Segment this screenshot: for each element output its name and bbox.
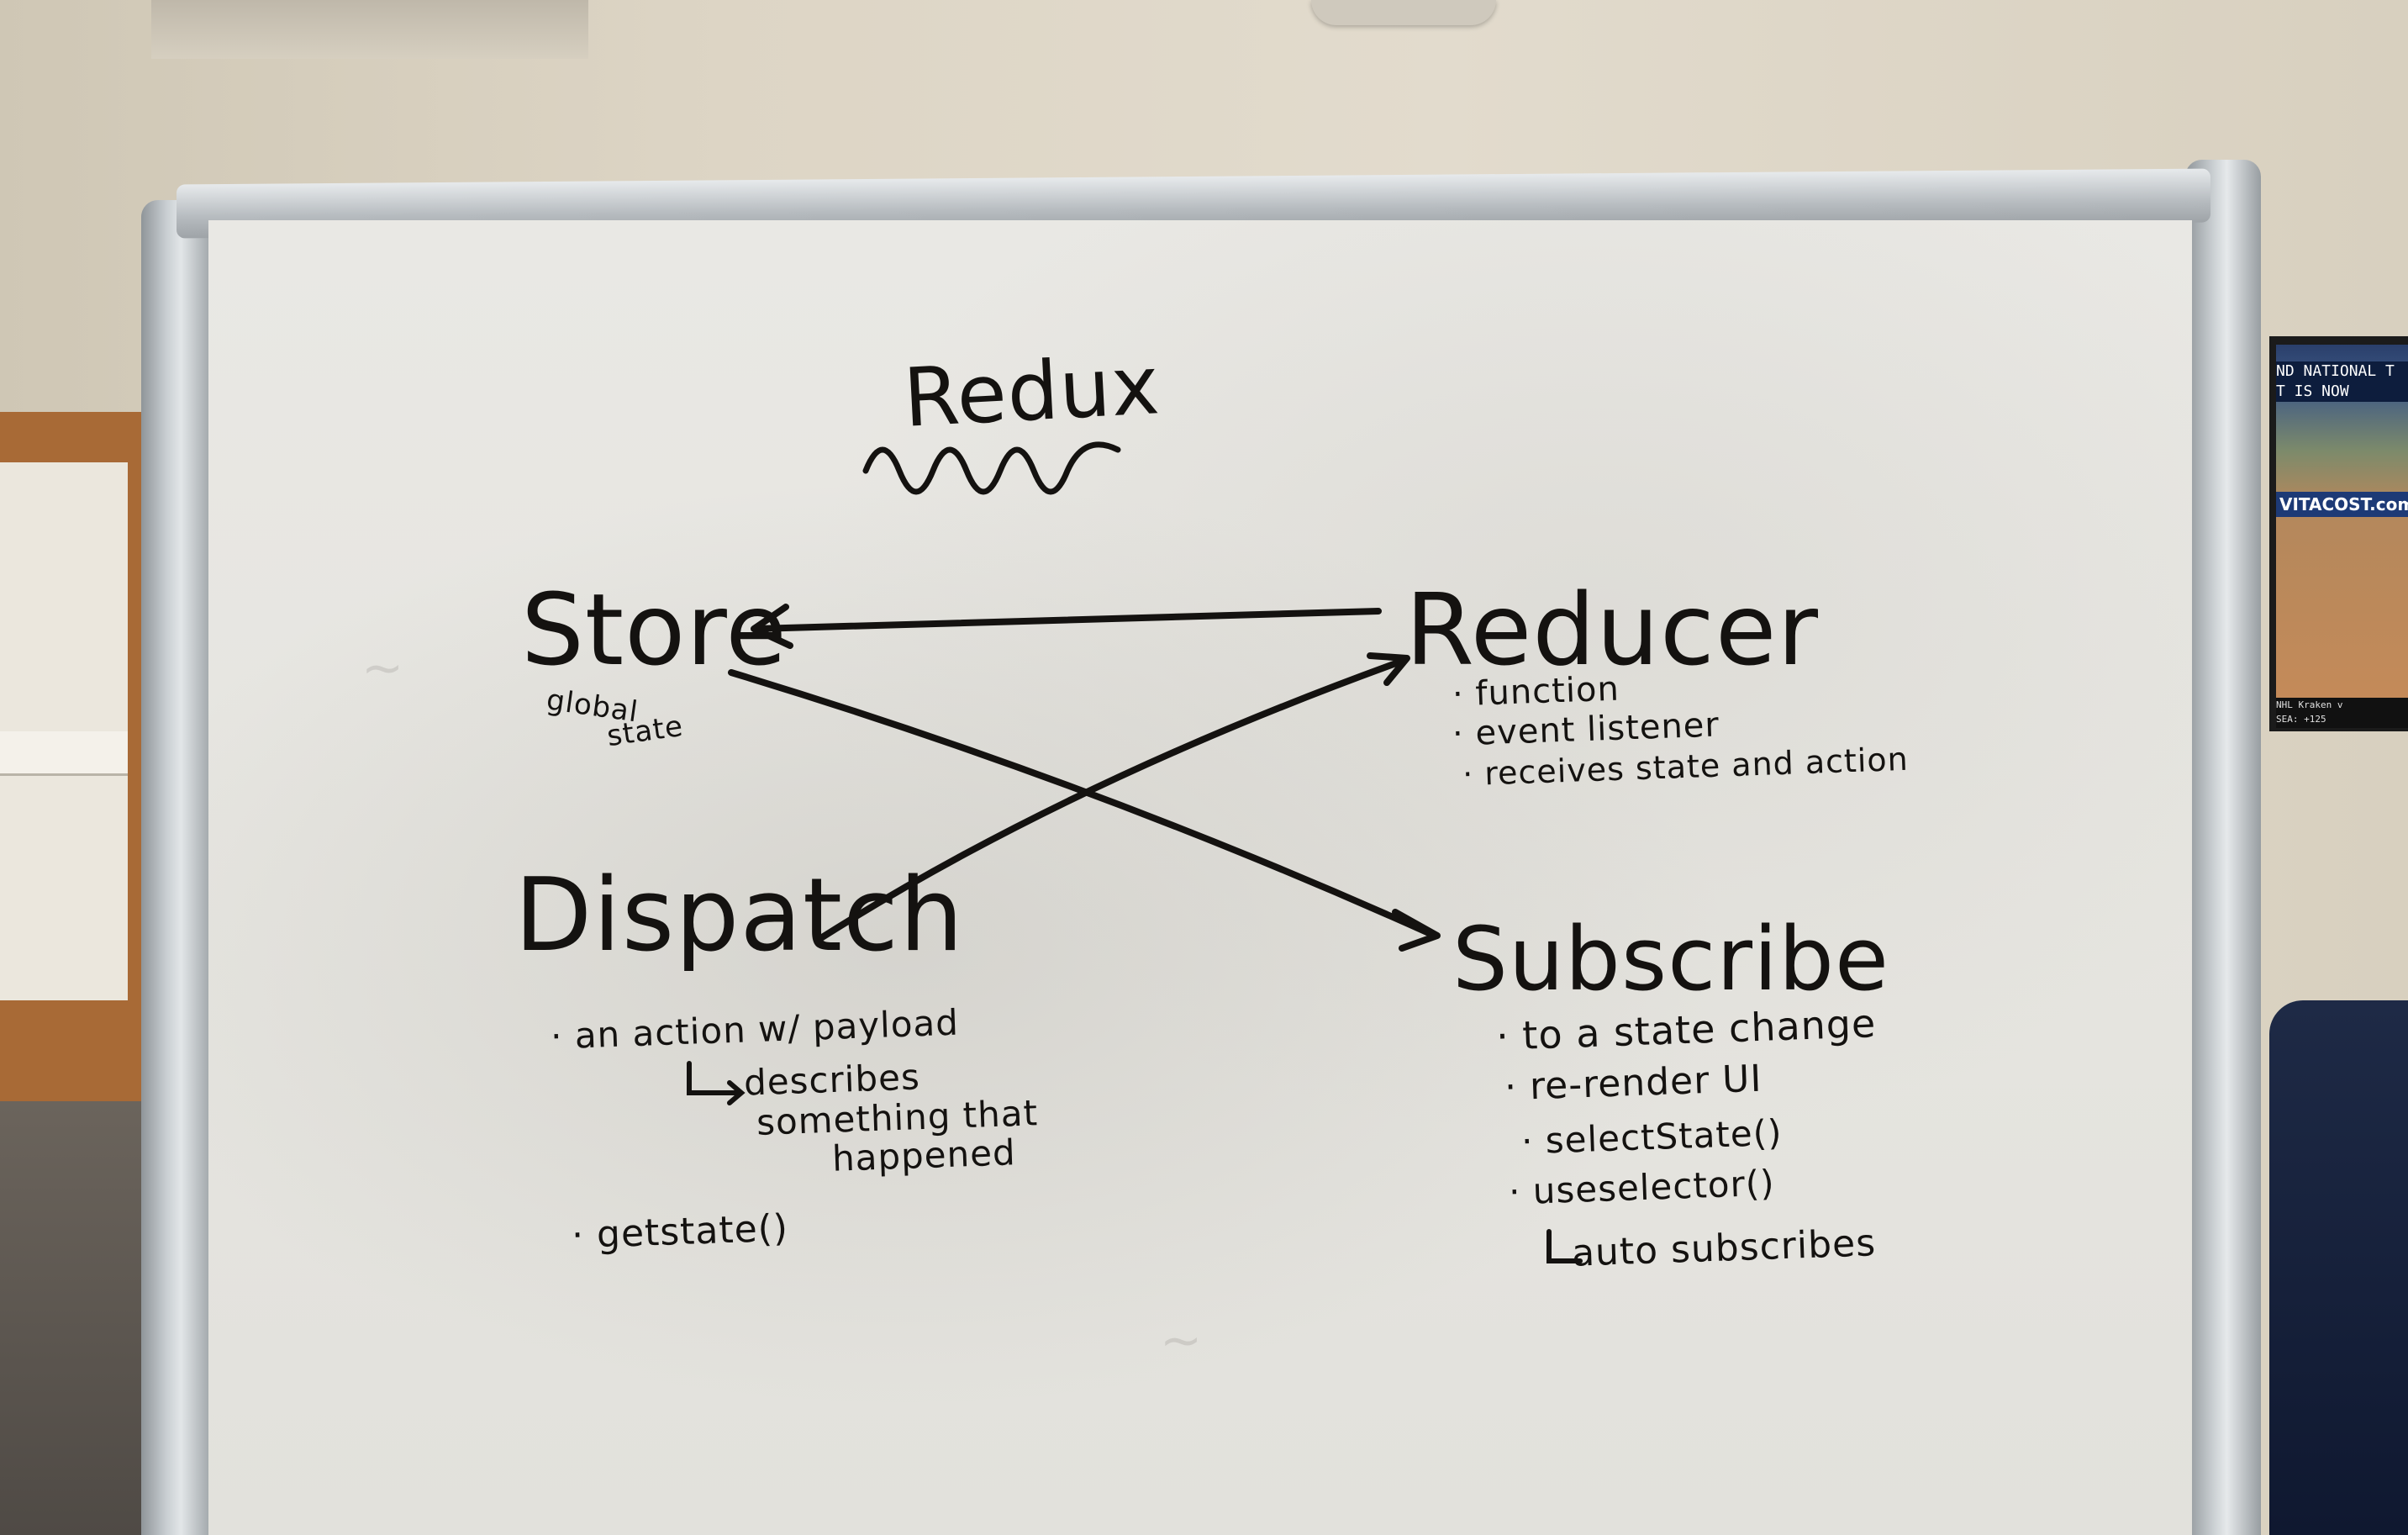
sub-arrowhead-describes bbox=[727, 1080, 746, 1105]
office-chair bbox=[2269, 1000, 2408, 1535]
title-squiggle bbox=[862, 441, 1121, 495]
interior-counter bbox=[0, 731, 128, 776]
whiteboard-surface bbox=[208, 220, 2192, 1535]
whiteboard-frame-left bbox=[141, 200, 213, 1535]
erased-residue: ~ bbox=[1160, 1311, 1203, 1370]
tv-ticker-line: T IS NOW bbox=[2276, 382, 2349, 400]
tv-ticker-line: ND NATIONAL T bbox=[2276, 362, 2395, 380]
subscribe-note: · re-render UI bbox=[1504, 1057, 1763, 1110]
node-dispatch: Dispatch bbox=[514, 857, 965, 974]
tv-score-line: NHL Kraken v bbox=[2276, 699, 2343, 710]
subscribe-note-text: re-render UI bbox=[1529, 1057, 1763, 1109]
tv-screen bbox=[2276, 345, 2408, 698]
dispatch-note: happened bbox=[831, 1131, 1017, 1179]
reducer-note-text: function bbox=[1474, 669, 1620, 714]
arrow-reducer-to-store bbox=[753, 608, 1382, 632]
arrow-dispatch-to-reducer bbox=[816, 657, 1409, 942]
tv-ticker: ND NATIONAL T T IS NOW bbox=[2276, 361, 2408, 402]
node-store: Store bbox=[521, 572, 788, 688]
board-title: Redux bbox=[901, 338, 1162, 446]
tv-score-bar: NHL Kraken v SEA: +125 bbox=[2276, 698, 2408, 728]
arrowhead-store bbox=[751, 604, 793, 649]
ceiling-vent bbox=[151, 0, 588, 59]
sub-arrow-describes bbox=[687, 1061, 742, 1095]
subscribe-note-text: useselector() bbox=[1531, 1162, 1776, 1212]
reducer-note: · function bbox=[1452, 669, 1620, 715]
node-reducer: Reducer bbox=[1405, 572, 1819, 688]
tv-score-line: SEA: +125 bbox=[2276, 714, 2326, 725]
arrowhead-reducer bbox=[1367, 652, 1410, 686]
erased-residue: ~ bbox=[361, 639, 404, 698]
dispatch-note-text: getstate() bbox=[596, 1206, 789, 1257]
tv-brand: VITACOST.com bbox=[2276, 492, 2408, 517]
dispatch-note: · getstate() bbox=[571, 1206, 789, 1258]
floor bbox=[0, 1101, 151, 1535]
subscribe-note-text: selectState() bbox=[1544, 1111, 1784, 1162]
ceiling-light bbox=[1311, 0, 1496, 25]
node-subscribe: Subscribe bbox=[1452, 908, 1889, 1010]
sub-arrow-auto-subscribes bbox=[1546, 1229, 1583, 1263]
whiteboard-frame-right bbox=[2185, 160, 2261, 1535]
arrowhead-subscribe bbox=[1392, 909, 1441, 952]
